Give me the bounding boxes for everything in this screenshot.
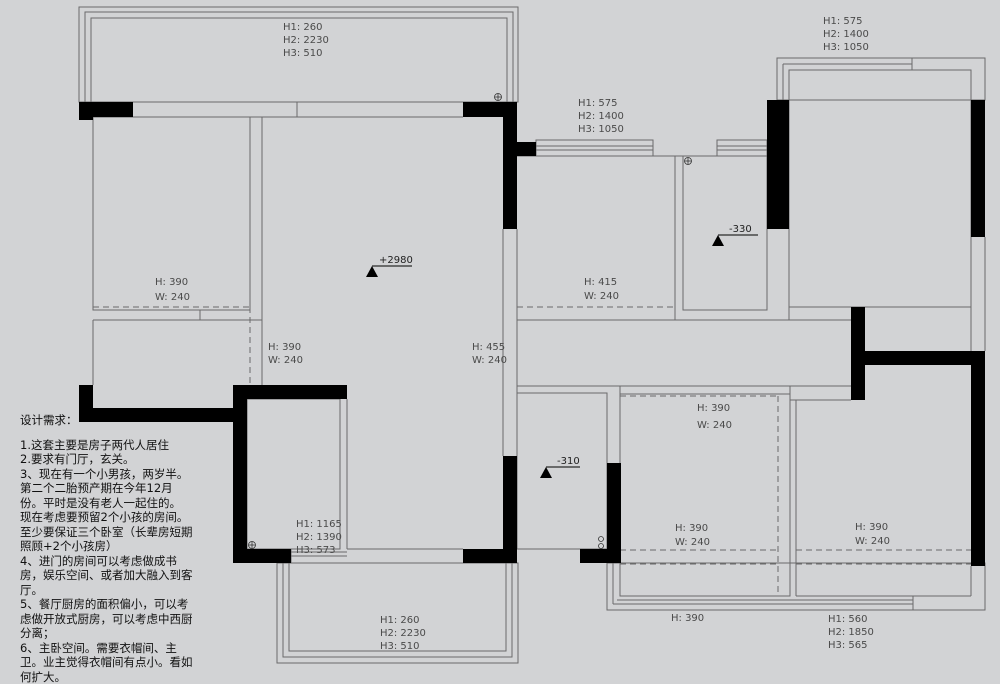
requirements-title: 设计需求： [20, 413, 195, 428]
requirement-item: 现在考虑要预留2个小孩的房间。至少要保证三个卧室（长辈房短期照顾+2个小孩房） [20, 510, 195, 554]
level-bathroom: -330 [729, 224, 752, 235]
requirement-item: 5、餐厅厨房的面积偏小，可以考虑做开放式厨房，可以考虑中西厨分离； [20, 597, 195, 641]
requirement-item: 6、主卧空间。需要衣帽间、主卫。业主觉得衣帽间有点小。看如何扩大。 [20, 641, 195, 684]
dim-h2: H2: 2230 [380, 627, 426, 640]
dim-h: H: 390 [697, 400, 732, 417]
dim-h: H: 390 [675, 522, 710, 536]
dim-w: W: 240 [584, 290, 619, 304]
dim-h: H: 390 [155, 275, 190, 290]
dim-h3: H3: 573 [296, 544, 342, 557]
dim-w: W: 240 [268, 354, 303, 367]
dim-h2: H2: 2230 [283, 34, 329, 47]
walls [79, 100, 985, 566]
dim-h3: H3: 1050 [578, 123, 624, 136]
requirement-item: 1.这套主要是房子两代人居住 [20, 438, 195, 453]
dim-w: W: 240 [855, 535, 890, 549]
dim-h: H: 390 [268, 341, 303, 354]
dim-h3: H3: 510 [380, 640, 426, 653]
dim-h3: H3: 1050 [823, 41, 869, 54]
master-bedroom [789, 70, 971, 307]
dim-h1: H1: 1165 [296, 518, 342, 531]
dim-w: W: 240 [675, 536, 710, 550]
requirement-item: 2.要求有门厅，玄关。 [20, 452, 195, 467]
design-requirements: 设计需求： 1.这套主要是房子两代人居住 2.要求有门厅，玄关。 3、现在有一个… [20, 413, 195, 684]
dim-w: W: 240 [155, 290, 190, 305]
dim-h2: H2: 1850 [828, 626, 874, 639]
level-toilet: -310 [557, 456, 580, 467]
requirement-item: 3、现在有一个小男孩，两岁半。第二个二胎预产期在今年12月份。平时是没有老人一起… [20, 467, 195, 511]
dim-h1: H1: 575 [578, 97, 624, 110]
dim-h1: H1: 575 [823, 15, 869, 28]
toilet [517, 393, 607, 549]
dim-h2: H2: 1400 [823, 28, 869, 41]
requirement-item: 4、进门的房间可以考虑做成书房，娱乐空间、或者加大融入到客厅。 [20, 554, 195, 598]
dim-h2: H2: 1390 [296, 531, 342, 544]
dim-h: H: 415 [584, 276, 619, 290]
dim-h1: H1: 260 [380, 614, 426, 627]
dim-h1: H1: 260 [283, 21, 329, 34]
dim-h3: H3: 510 [283, 47, 329, 60]
dim-below-bedroom: H: 390 [671, 612, 704, 625]
level-living: +2980 [379, 255, 413, 266]
dim-h: H: 390 [855, 521, 890, 535]
dim-h: H: 455 [472, 341, 507, 354]
dim-w: W: 240 [697, 417, 732, 434]
bathroom-top [683, 156, 767, 310]
level-markers [366, 235, 758, 478]
dim-h3: H3: 565 [828, 639, 874, 652]
dim-h2: H2: 1400 [578, 110, 624, 123]
dim-w: W: 240 [472, 354, 507, 367]
dim-h1: H1: 560 [828, 613, 874, 626]
